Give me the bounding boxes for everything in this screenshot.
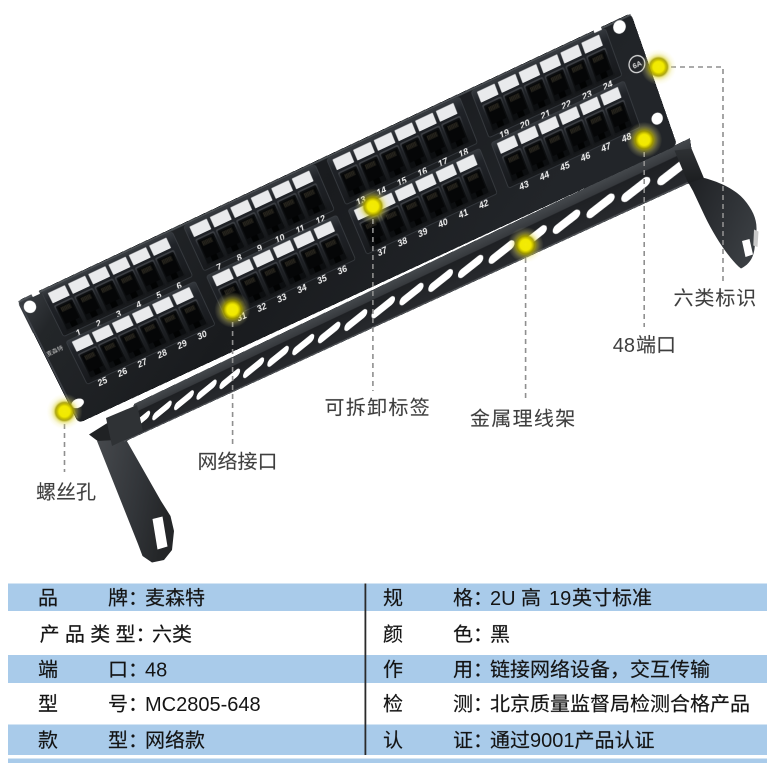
svg-text:45: 45	[558, 160, 572, 174]
svg-text:MC2805-648: MC2805-648	[145, 694, 261, 716]
svg-text:47: 47	[599, 140, 613, 154]
svg-text:43: 43	[517, 179, 531, 193]
svg-text:1: 1	[74, 328, 83, 339]
svg-text:2U: 2U	[490, 588, 516, 610]
svg-text:41: 41	[456, 207, 469, 221]
svg-text:48: 48	[145, 659, 167, 681]
svg-text:6A: 6A	[631, 58, 643, 71]
svg-text:48: 48	[613, 335, 635, 357]
svg-text:5: 5	[155, 290, 164, 301]
svg-text:42: 42	[477, 197, 491, 211]
svg-text:33: 33	[275, 292, 289, 305]
svg-text:28: 28	[155, 347, 169, 360]
svg-text:7: 7	[215, 262, 224, 273]
svg-text:40: 40	[436, 216, 450, 230]
svg-text:34: 34	[296, 282, 309, 295]
svg-text:4: 4	[134, 299, 143, 310]
svg-text:19: 19	[549, 588, 571, 610]
svg-text:9: 9	[255, 243, 264, 254]
svg-text:25: 25	[95, 375, 110, 388]
svg-text:2: 2	[93, 318, 103, 330]
svg-text:37: 37	[376, 245, 389, 258]
svg-text:38: 38	[396, 235, 409, 248]
svg-text:39: 39	[416, 226, 429, 239]
svg-text:3: 3	[114, 308, 123, 319]
svg-text:27: 27	[135, 357, 150, 370]
svg-text:29: 29	[175, 338, 189, 351]
svg-text:46: 46	[578, 150, 592, 164]
svg-text:26: 26	[115, 366, 130, 379]
svg-text:44: 44	[537, 169, 550, 183]
svg-text:32: 32	[255, 301, 269, 314]
svg-text:30: 30	[196, 329, 210, 342]
svg-text:35: 35	[316, 273, 329, 286]
svg-text:6: 6	[175, 280, 184, 291]
svg-text:8: 8	[235, 252, 244, 263]
svg-text:9001: 9001	[530, 730, 575, 752]
svg-text:36: 36	[336, 263, 349, 276]
